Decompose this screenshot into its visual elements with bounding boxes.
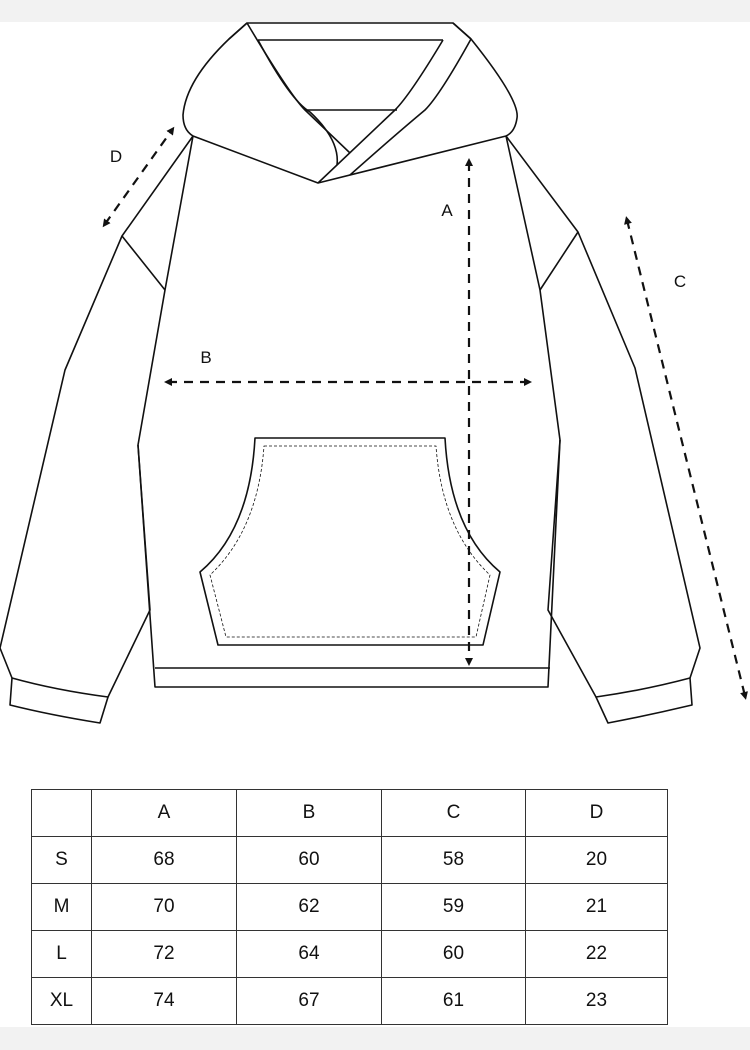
value-cell: 61	[381, 977, 526, 1025]
value-cell: 67	[236, 977, 382, 1025]
header-cell	[31, 789, 92, 837]
right-sleeve	[505, 135, 701, 724]
value-cell: 22	[525, 930, 668, 978]
value-cell: 21	[525, 883, 668, 931]
header-cell: D	[525, 789, 668, 837]
value-cell: 60	[236, 836, 382, 884]
hood	[182, 22, 518, 184]
table-row: XL 74 67 61 23	[31, 977, 668, 1025]
size-cell: XL	[31, 977, 92, 1025]
size-cell: S	[31, 836, 92, 884]
left-sleeve	[0, 135, 194, 724]
value-cell: 59	[381, 883, 526, 931]
value-cell: 64	[236, 930, 382, 978]
table-header-row: A B C D	[31, 789, 668, 837]
label-a: A	[441, 201, 453, 220]
table-row: S 68 60 58 20	[31, 836, 668, 884]
value-cell: 72	[91, 930, 237, 978]
table-row: L 72 64 60 22	[31, 930, 668, 978]
table-row: M 70 62 59 21	[31, 883, 668, 931]
value-cell: 70	[91, 883, 237, 931]
measure-d-arrow	[102, 126, 175, 228]
body	[137, 135, 561, 688]
label-d: D	[109, 147, 123, 166]
value-cell: 60	[381, 930, 526, 978]
label-b: B	[200, 348, 212, 367]
header-cell: C	[381, 789, 526, 837]
size-table: A B C D S 68 60 58 20 M 70 62 59 21 L 72…	[31, 789, 668, 1025]
label-c: C	[673, 272, 687, 291]
header-cell: A	[91, 789, 237, 837]
measure-c-arrow	[624, 216, 748, 700]
kangaroo-pocket	[199, 437, 501, 646]
value-cell: 62	[236, 883, 382, 931]
value-cell: 23	[525, 977, 668, 1025]
value-cell: 68	[91, 836, 237, 884]
size-cell: M	[31, 883, 92, 931]
header-cell: B	[236, 789, 382, 837]
size-cell: L	[31, 930, 92, 978]
value-cell: 58	[381, 836, 526, 884]
value-cell: 74	[91, 977, 237, 1025]
value-cell: 20	[525, 836, 668, 884]
